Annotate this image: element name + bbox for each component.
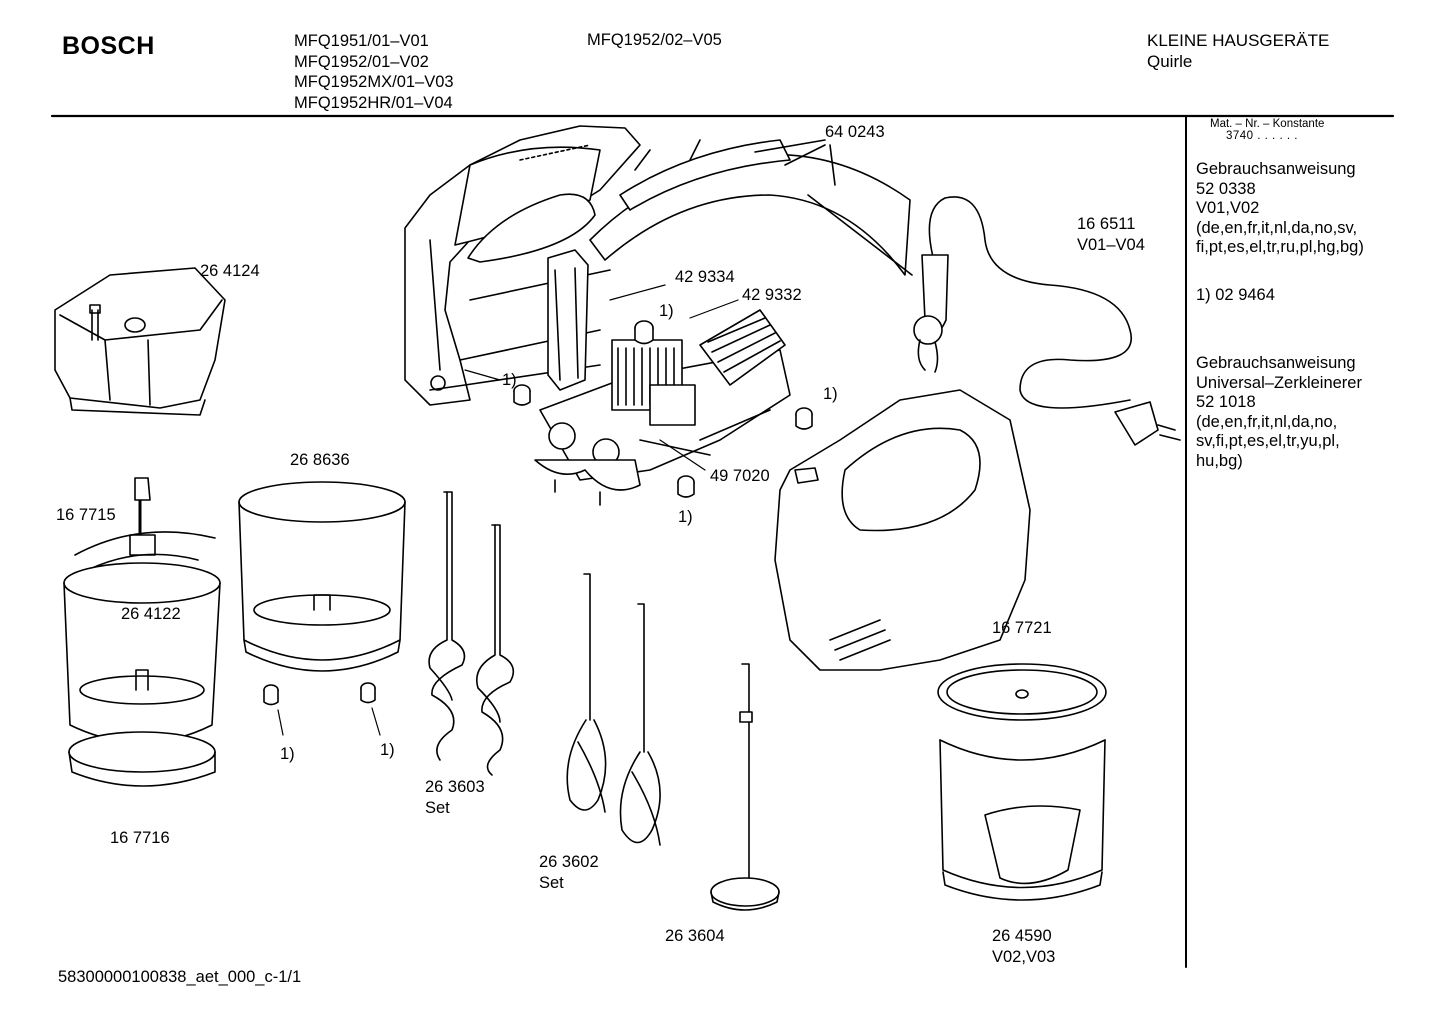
part-label: 42 9334 bbox=[675, 268, 735, 286]
part-label: 26 3603 Set bbox=[425, 777, 485, 818]
part-label: 42 9332 bbox=[742, 286, 802, 304]
category-subtitle: Quirle bbox=[1147, 51, 1193, 71]
part-number: 26 3602 bbox=[539, 853, 599, 871]
footnote-marker: 1) bbox=[502, 371, 517, 389]
footnote-definition: 1) 02 9464 bbox=[1196, 285, 1275, 304]
part-set-note: Set bbox=[425, 798, 450, 817]
document-id: 58300000100838_aet_000_c-1/1 bbox=[58, 968, 302, 986]
model-number: MFQ1952MX/01–V03 bbox=[294, 73, 454, 91]
footnote-marker: 1) bbox=[380, 741, 395, 759]
chopper-bowl-assembly bbox=[63, 477, 221, 787]
info-sidebar: Mat. – Nr. – Konstante 3740 . . . . . . … bbox=[1196, 118, 1396, 471]
part-number: 16 6511 bbox=[1077, 215, 1136, 233]
manual-line: 52 1018 bbox=[1196, 393, 1256, 411]
housing-cover-strips bbox=[589, 139, 913, 276]
part-set-note: Set bbox=[539, 873, 564, 892]
manual-reference-1: Gebrauchsanweisung 52 0338 V01,V02 (de,e… bbox=[1196, 160, 1396, 258]
part-label: 16 6511 V01–V04 bbox=[1077, 214, 1145, 255]
transparent-bowl bbox=[238, 481, 406, 672]
part-label: 26 8636 bbox=[290, 451, 350, 469]
manual-line: hu,bg) bbox=[1196, 451, 1243, 470]
part-number: 26 4590 bbox=[992, 927, 1052, 945]
whisks bbox=[566, 573, 661, 846]
part-label: 26 4124 bbox=[200, 262, 260, 280]
category-title: KLEINE HAUSGERÄTE bbox=[1147, 31, 1330, 50]
part-variant: V01–V04 bbox=[1077, 235, 1145, 254]
footnote-marker: 1) bbox=[280, 745, 295, 763]
part-number: 26 3603 bbox=[425, 778, 485, 796]
model-list-left: MFQ1951/01–V01 MFQ1952/01–V02 MFQ1952MX/… bbox=[294, 31, 454, 113]
part-label: 49 7020 bbox=[710, 467, 770, 485]
material-number-value: 3740 . . . . . . bbox=[1226, 130, 1298, 142]
motor-assembly bbox=[534, 309, 791, 506]
model-number: MFQ1951/01–V01 bbox=[294, 32, 429, 50]
product-category: KLEINE HAUSGERÄTE Quirle bbox=[1147, 31, 1329, 72]
puree-attachment bbox=[710, 663, 780, 911]
part-label: 26 4590 V02,V03 bbox=[992, 926, 1055, 967]
part-label: 16 7721 bbox=[992, 619, 1052, 637]
footnote-marker: 1) bbox=[823, 385, 838, 403]
power-cord bbox=[913, 196, 1181, 446]
manual-line: (de,en,fr,it,nl,da,no,sv, bbox=[1196, 218, 1358, 237]
footnote-marker: 1) bbox=[678, 508, 693, 526]
manual-line: (de,en,fr,it,nl,da,no, bbox=[1196, 412, 1338, 431]
brand-logo: BOSCH bbox=[62, 32, 155, 60]
housing-upper-part bbox=[404, 125, 641, 406]
manual-reference-2: Gebrauchsanweisung Universal–Zerkleinere… bbox=[1196, 354, 1396, 471]
part-label: 16 7715 bbox=[56, 506, 116, 524]
manual-line: 52 0338 bbox=[1196, 179, 1256, 198]
part-label: 16 7716 bbox=[110, 829, 170, 847]
model-number: MFQ1952HR/01–V04 bbox=[294, 93, 453, 112]
leader-lines bbox=[277, 284, 739, 736]
footnote-marker: 1) bbox=[659, 302, 674, 320]
manual-line: Gebrauchsanweisung bbox=[1196, 354, 1356, 372]
internal-frame bbox=[547, 249, 589, 391]
dough-hooks bbox=[428, 491, 515, 776]
manual-line: V01,V02 bbox=[1196, 199, 1260, 217]
manual-line: fi,pt,es,el,tr,ru,pl,hg,bg) bbox=[1196, 238, 1364, 256]
model-number: MFQ1952/01–V02 bbox=[294, 52, 429, 71]
part-label: 26 3604 bbox=[665, 927, 725, 945]
manual-line: Universal–Zerkleinerer bbox=[1196, 373, 1362, 392]
bushing-parts bbox=[263, 320, 813, 706]
model-number-right: MFQ1952/02–V05 bbox=[587, 31, 722, 49]
material-number-label: Mat. – Nr. – Konstante bbox=[1210, 118, 1325, 130]
strainer-bowl bbox=[937, 663, 1107, 901]
manual-line: Gebrauchsanweisung bbox=[1196, 160, 1356, 178]
part-label: 26 3602 Set bbox=[539, 852, 599, 893]
part-label: 64 0243 bbox=[825, 123, 885, 141]
part-variant: V02,V03 bbox=[992, 947, 1056, 966]
chopper-lid bbox=[54, 267, 226, 416]
housing-lower-part bbox=[774, 389, 1031, 671]
manual-line: sv,fi,pt,es,el,tr,yu,pl, bbox=[1196, 432, 1340, 450]
part-label: 26 4122 bbox=[121, 605, 181, 623]
